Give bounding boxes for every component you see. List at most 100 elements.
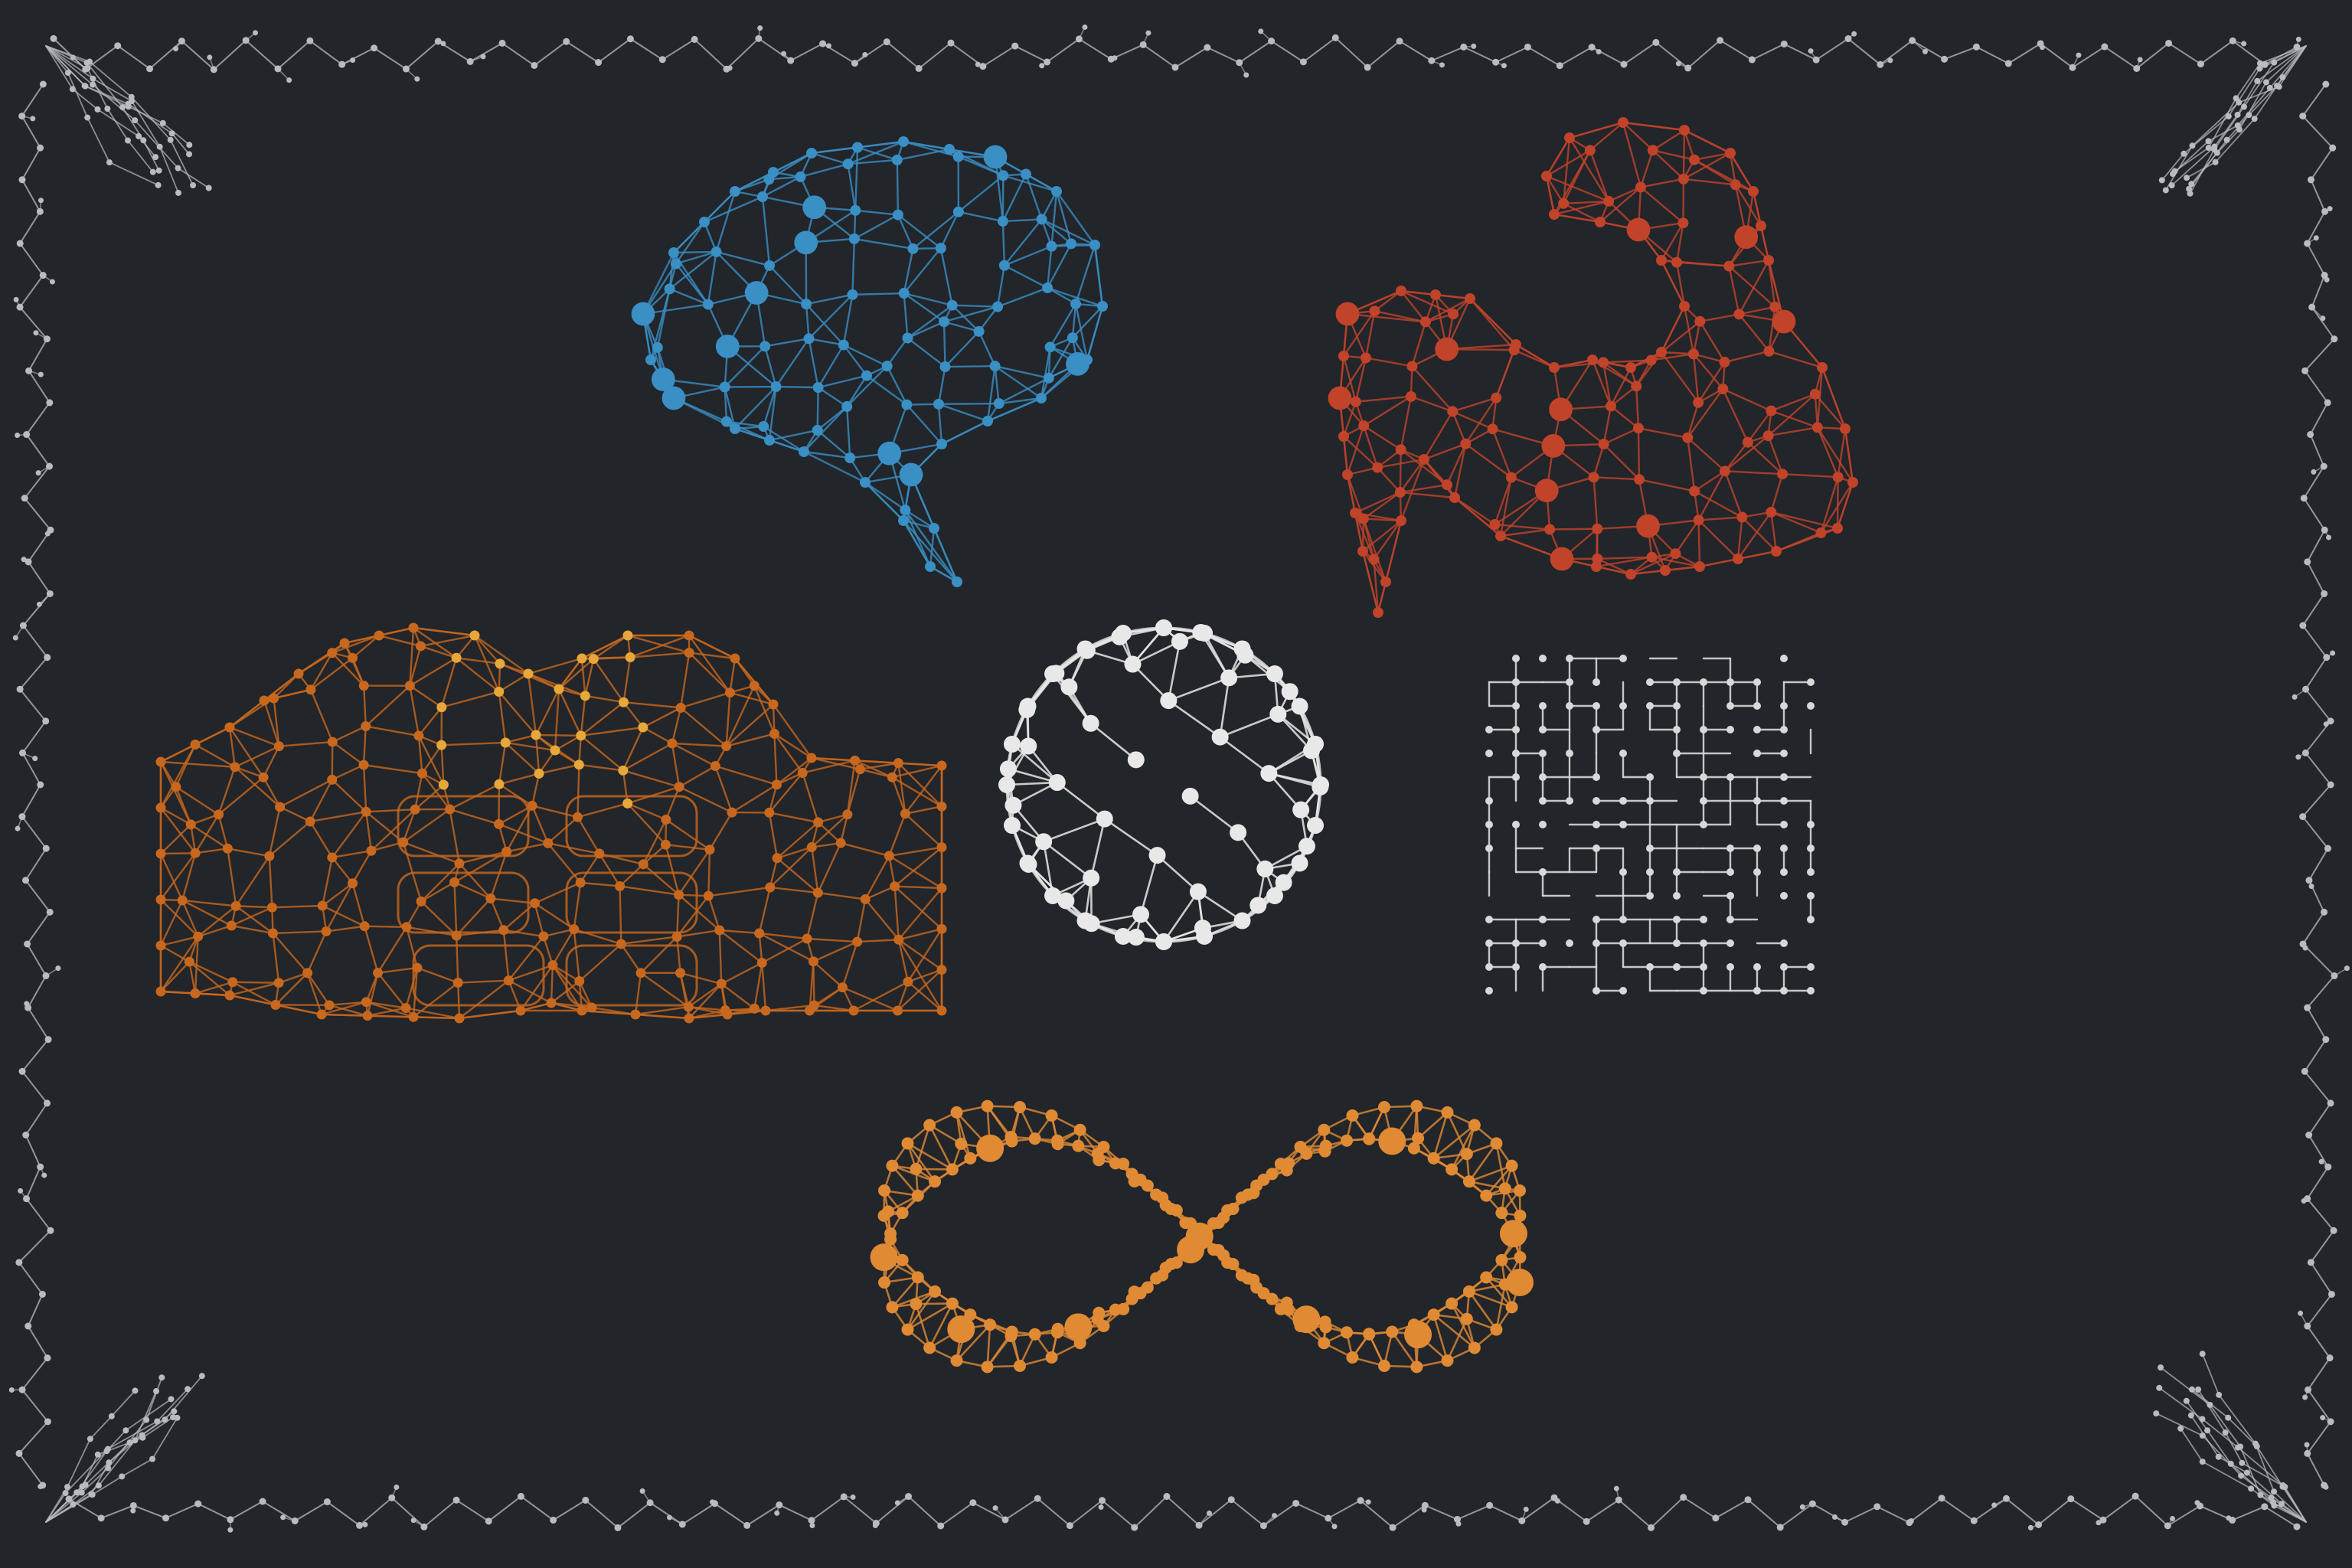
network-edge <box>405 926 419 969</box>
network-node <box>38 198 44 204</box>
network-node <box>1673 868 1681 876</box>
network-edge <box>2207 1429 2232 1465</box>
network-node <box>1592 523 1603 534</box>
network-edge <box>811 813 849 848</box>
network-node <box>1753 963 1761 971</box>
network-edge <box>2231 1505 2265 1521</box>
network-edge <box>811 846 819 894</box>
network-node <box>964 1152 977 1165</box>
network-edge <box>2305 752 2332 786</box>
network-edge <box>28 529 51 563</box>
circuit-grid-icon <box>1485 655 1815 995</box>
network-node <box>764 260 776 271</box>
network-edge <box>1007 767 1059 784</box>
network-edge <box>891 776 943 808</box>
network-node <box>1780 726 1788 733</box>
network-node <box>1097 1140 1110 1153</box>
network-edge <box>1759 224 1770 262</box>
network-node <box>1656 347 1667 358</box>
network-edge <box>715 250 771 267</box>
network-edge <box>842 344 888 368</box>
network-node <box>1673 726 1681 733</box>
network-edge <box>27 1007 50 1040</box>
network-edge <box>662 38 696 60</box>
network-node <box>1673 892 1681 900</box>
network-node <box>724 688 735 698</box>
network-edge <box>1687 436 1726 472</box>
network-node <box>1723 260 1735 272</box>
network-edge <box>274 972 309 1006</box>
network-edge <box>1770 511 1822 534</box>
network-edge <box>939 247 953 306</box>
network-edge <box>1589 149 1610 203</box>
network-edge <box>159 936 199 993</box>
network-node <box>1726 844 1734 852</box>
network-edge <box>377 966 419 974</box>
network-edge <box>942 305 999 323</box>
network-edge <box>72 1485 100 1506</box>
network-edge <box>412 966 419 1018</box>
knuckle-outline <box>412 944 545 1007</box>
network-edge <box>131 100 161 148</box>
network-edge <box>671 742 681 788</box>
network-edge <box>2256 1446 2284 1488</box>
network-edge <box>1741 516 1778 553</box>
network-edge <box>688 652 737 660</box>
network-edge <box>351 657 365 687</box>
network-edge <box>534 881 582 904</box>
network-node <box>1485 844 1493 852</box>
network-node <box>1460 1312 1473 1325</box>
network-edge <box>177 167 210 189</box>
network-node <box>1233 640 1251 658</box>
network-node <box>1098 1504 1104 1511</box>
network-edge <box>812 960 844 988</box>
network-edge <box>72 57 87 70</box>
network-edge <box>811 1495 845 1521</box>
network-node <box>400 1003 411 1014</box>
network-node <box>1700 939 1707 947</box>
network-edge <box>159 944 191 963</box>
network-node <box>361 721 371 732</box>
network-edge <box>688 634 731 694</box>
network-edge <box>27 1293 44 1328</box>
network-edge <box>1416 1111 1449 1140</box>
network-edge <box>2250 1488 2275 1507</box>
network-edge <box>773 733 778 786</box>
network-edge <box>2273 1491 2307 1523</box>
network-edge <box>1219 713 1279 738</box>
network-node <box>1646 773 1654 781</box>
network-node <box>1441 1354 1454 1367</box>
network-node <box>1439 62 1445 68</box>
network-edge <box>230 906 273 927</box>
network-edge <box>45 45 74 90</box>
network-node <box>1331 1524 1338 1530</box>
network-edge <box>951 304 980 333</box>
network-edge <box>2158 1387 2203 1420</box>
network-node <box>703 890 714 901</box>
network-edge <box>1651 149 1696 161</box>
network-edge <box>84 1442 131 1486</box>
network-node <box>1539 939 1547 947</box>
network-edge <box>164 1375 203 1421</box>
network-edge <box>404 966 419 1009</box>
network-node <box>1780 702 1788 710</box>
network-edge <box>768 385 777 442</box>
network-node <box>684 630 694 641</box>
network-node <box>1694 315 1706 327</box>
network-edge <box>197 1503 231 1521</box>
network-edge <box>1562 200 1610 205</box>
network-edge <box>453 881 492 900</box>
network-node <box>41 1172 47 1178</box>
network-node <box>1462 1175 1475 1188</box>
network-edge <box>678 786 733 814</box>
network-node <box>1281 683 1298 701</box>
network-node <box>911 1189 924 1202</box>
network-edge <box>498 773 541 786</box>
network-node <box>1725 148 1736 158</box>
network-node <box>1673 750 1681 757</box>
network-edge <box>142 139 160 172</box>
network-node <box>1807 844 1815 852</box>
network-node <box>1646 892 1654 900</box>
network-edge <box>2236 80 2259 116</box>
